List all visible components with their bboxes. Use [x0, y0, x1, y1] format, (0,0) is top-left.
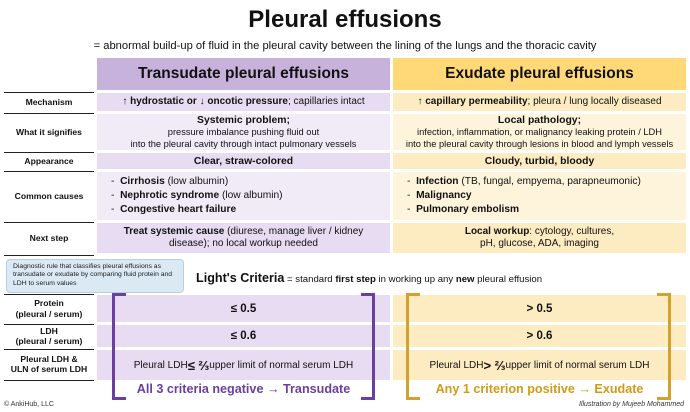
- exudate-right-bracket: [657, 293, 671, 400]
- row-label-uln-ldh: Pleural LDH &ULN of serum LDH: [10, 353, 88, 374]
- list-item: - Congestive heart failure: [111, 203, 237, 215]
- row-label-signifies: What it signifies: [16, 126, 82, 137]
- list-item: - Infection (TB, fungal, empyema, parapn…: [407, 176, 641, 188]
- exudate-mechanism-bold: ↑ capillary permeability: [417, 95, 528, 107]
- exudate-causes-cell: - Infection (TB, fungal, empyema, parapn…: [393, 172, 686, 220]
- exudate-signifies-heading: Local pathology;: [497, 114, 582, 126]
- exudate-signifies-line2: into the pleural cavity through lesions …: [405, 138, 674, 149]
- transudate-mechanism-rest: ; capillaries intact: [287, 95, 365, 107]
- transudate-next-rest2: disease); no local workup needed: [169, 238, 318, 249]
- criteria-name: Light's Criteria: [196, 271, 285, 285]
- row-divider: [4, 92, 94, 93]
- row-divider: [4, 294, 94, 295]
- row-label-mechanism: Mechanism: [25, 96, 73, 107]
- exudate-ldh-criterion: > 0.6: [393, 325, 686, 347]
- exudate-mechanism-cell: ↑ capillary permeability; pleura / lung …: [393, 93, 686, 111]
- row-divider: [4, 222, 94, 223]
- copyright: © AnkiHub, LLC: [4, 401, 54, 408]
- row-divider: [4, 380, 94, 381]
- exudate-uln-criterion: Pleural LDH > ⅔ upper limit of normal se…: [393, 350, 686, 380]
- row-divider: [4, 349, 94, 350]
- page-subtitle: = abnormal build-up of fluid in the pleu…: [93, 40, 597, 52]
- row-label-ldh: LDH(pleural / serum): [15, 325, 83, 346]
- row-label-appearance: Appearance: [24, 155, 74, 166]
- transudate-causes-cell: - Cirrhosis (low albumin) - Nephrotic sy…: [97, 172, 390, 220]
- list-item: - Nephrotic syndrome (low albumin): [111, 190, 283, 202]
- exudate-signifies-cell: Local pathology; infection, inflammation…: [393, 114, 686, 150]
- exudate-verdict: Any 1 criterion positive → Exudate: [435, 382, 644, 396]
- row-divider: [4, 255, 94, 256]
- transudate-signifies-cell: Systemic problem; pressure imbalance pus…: [97, 114, 390, 150]
- transudate-right-bracket: [361, 293, 375, 400]
- page-title: Pleural effusions: [248, 6, 442, 33]
- exudate-column-header: Exudate pleural effusions: [393, 58, 686, 90]
- exudate-causes-list: - Infection (TB, fungal, empyema, parapn…: [407, 175, 641, 216]
- transudate-signifies-heading: Systemic problem;: [197, 114, 290, 126]
- exudate-signifies-line1: infection, inflammation, or malignancy l…: [417, 126, 662, 137]
- transudate-ldh-criterion: ≤ 0.6: [97, 325, 390, 347]
- exudate-left-bracket: [406, 293, 420, 400]
- transudate-signifies-line2: into the pleural cavity through intact p…: [130, 138, 357, 149]
- transudate-mechanism-bold: ↑ hydrostatic or ↓ oncotic pressure: [122, 95, 288, 107]
- exudate-next-step-cell: Local workup: cytology, cultures, pH, gl…: [393, 223, 686, 253]
- transudate-causes-list: - Cirrhosis (low albumin) - Nephrotic sy…: [111, 175, 283, 216]
- transudate-verdict: All 3 criteria negative → Transudate: [136, 382, 351, 396]
- exudate-protein-criterion: > 0.5: [393, 295, 686, 322]
- exudate-next-rest2: pH, glucose, ADA, imaging: [480, 238, 599, 249]
- transudate-left-bracket: [112, 293, 126, 400]
- transudate-appearance-cell: Clear, straw-colored: [97, 153, 390, 169]
- list-item: - Pulmonary embolism: [407, 203, 520, 215]
- row-label-causes: Common causes: [14, 190, 84, 201]
- exudate-appearance-cell: Cloudy, turbid, bloody: [393, 153, 686, 169]
- list-item: - Cirrhosis (low albumin): [111, 176, 229, 188]
- transudate-uln-criterion: Pleural LDH ≤ ⅔ upper limit of normal se…: [97, 350, 390, 380]
- criteria-tooltip: Diagnostic rule that classifies pleural …: [6, 259, 184, 293]
- exudate-next-rest1: : cytology, cultures,: [529, 225, 615, 237]
- transudate-mechanism-cell: ↑ hydrostatic or ↓ oncotic pressure; cap…: [97, 93, 390, 111]
- row-label-next-step: Next step: [29, 232, 69, 243]
- list-item: - Malignancy: [407, 190, 472, 202]
- transudate-next-rest1: (diurese, manage liver / kidney: [224, 225, 364, 237]
- transudate-next-bold: Treat systemic cause: [123, 225, 225, 237]
- illustration-credit: Illustration by Mujeeb Mohammed: [578, 401, 684, 408]
- row-divider: [4, 171, 94, 172]
- transudate-signifies-line1: pressure imbalance pushing fluid out: [167, 126, 320, 137]
- row-label-protein: Protein(pleural / serum): [15, 298, 83, 319]
- transudate-column-header: Transudate pleural effusions: [97, 58, 390, 90]
- criteria-title: Light's Criteria = standard first step i…: [196, 271, 543, 285]
- exudate-mechanism-rest: ; pleura / lung locally diseased: [527, 95, 662, 107]
- transudate-next-step-cell: Treat systemic cause (diurese, manage li…: [97, 223, 390, 253]
- exudate-next-bold: Local workup: [464, 225, 530, 237]
- row-divider: [4, 324, 94, 325]
- row-divider: [4, 152, 94, 153]
- row-divider: [4, 113, 94, 114]
- transudate-protein-criterion: ≤ 0.5: [97, 295, 390, 322]
